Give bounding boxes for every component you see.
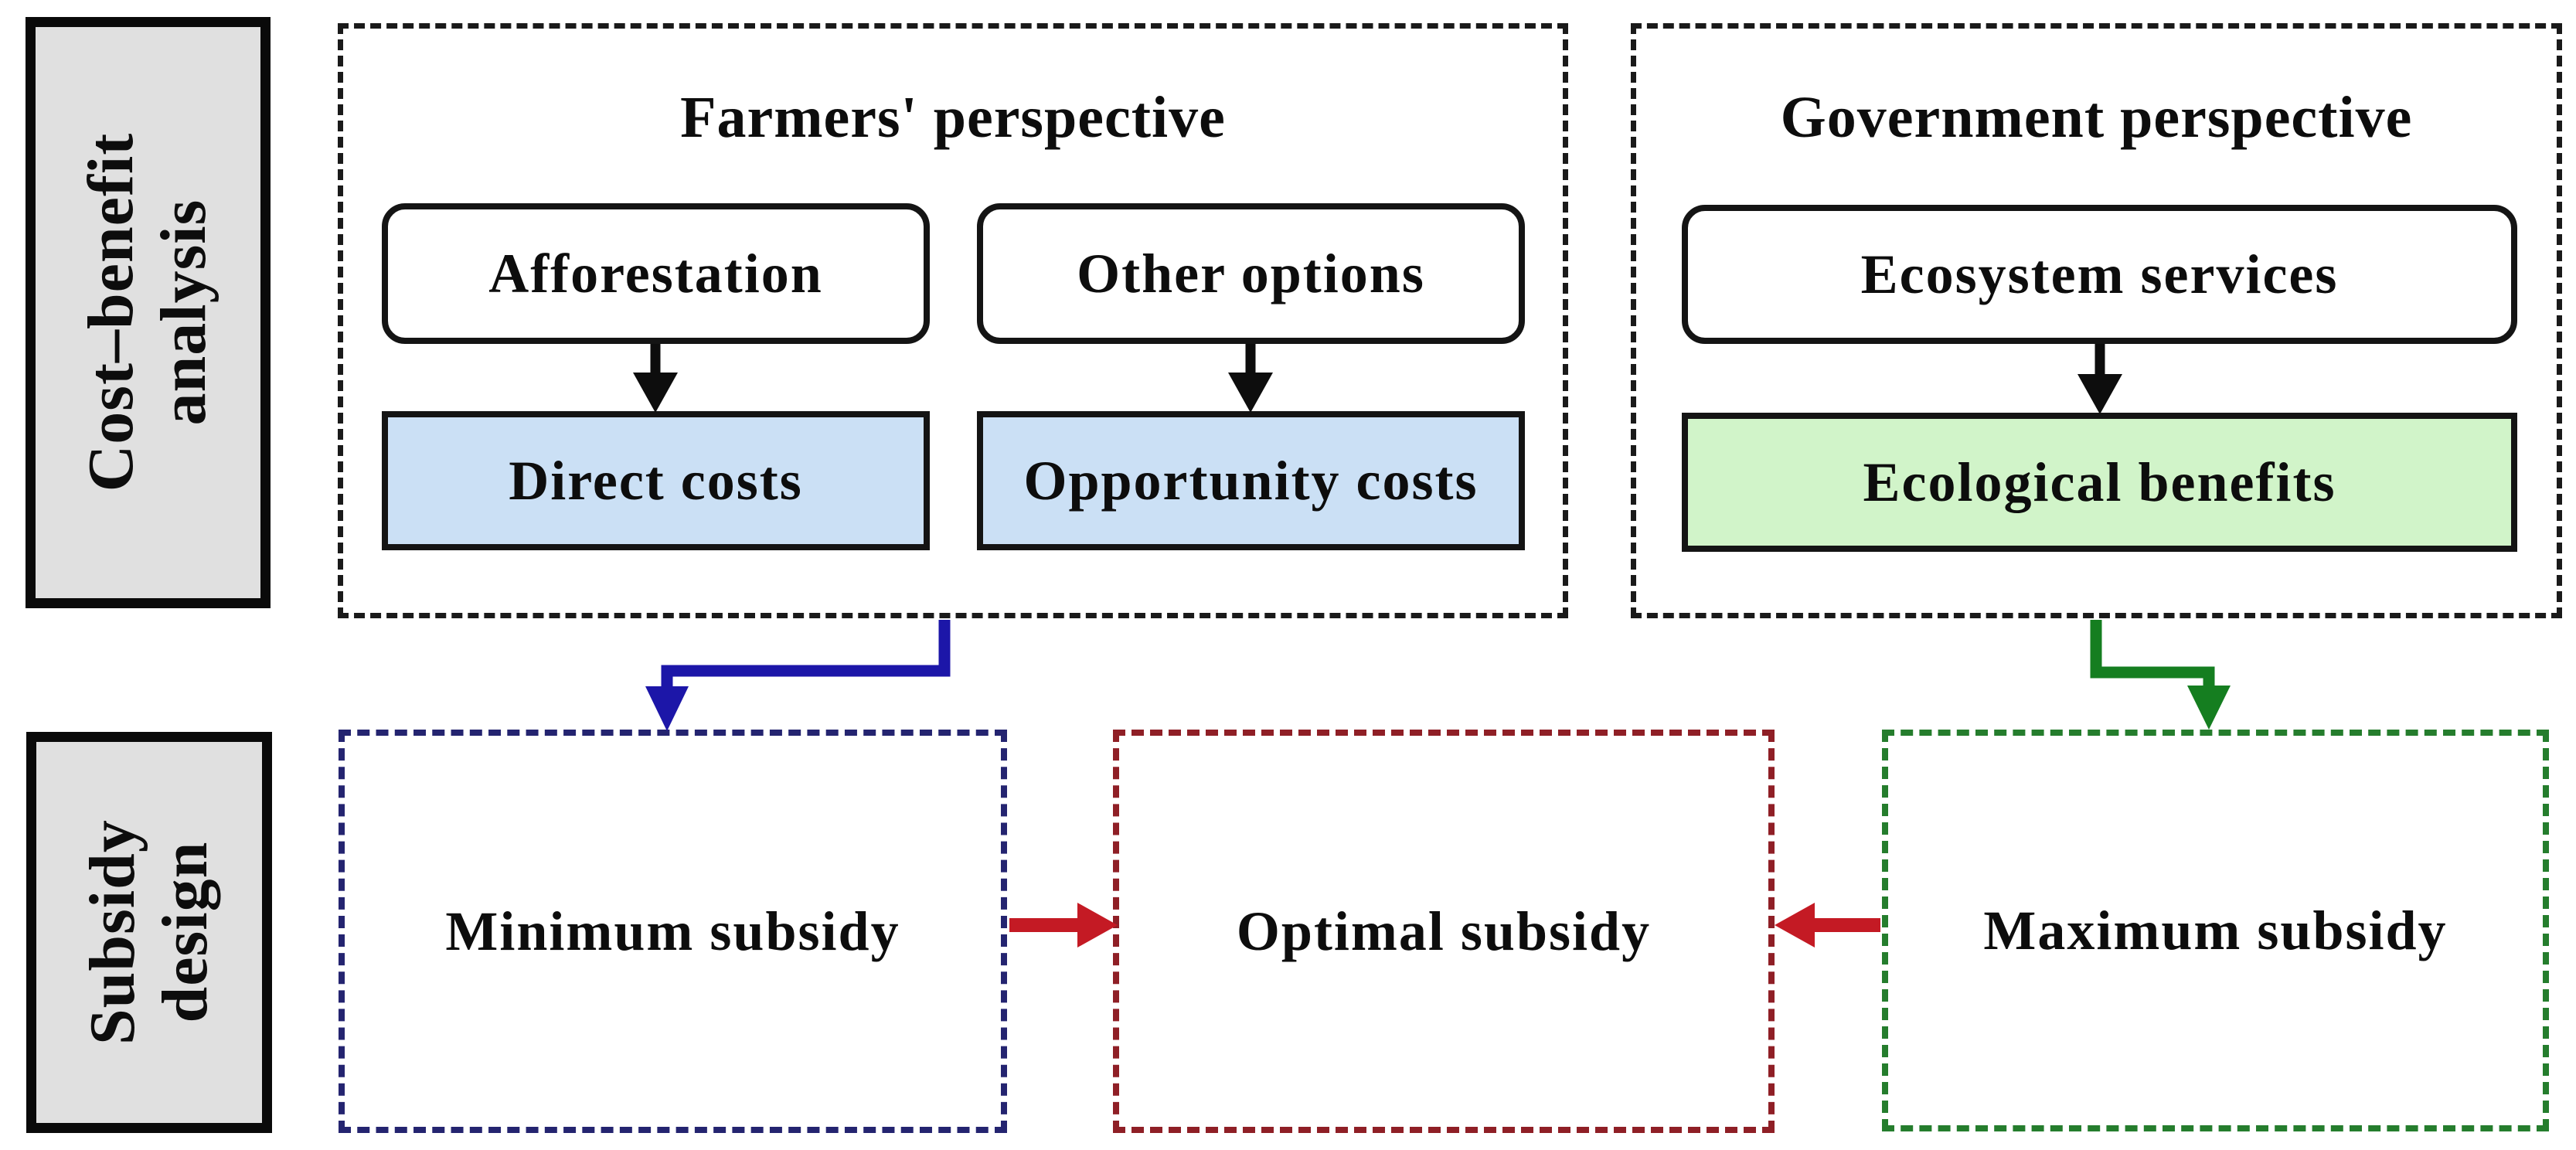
minimum-to-optimal-arrow: [1009, 903, 1118, 948]
ecological-benefits-label: Ecological benefits: [1863, 451, 2336, 513]
other-options-node: Other options: [977, 203, 1525, 344]
benefits-to-maximum-subsidy-arrow: [2090, 620, 2231, 730]
maximum-to-optimal-arrow: [1775, 903, 1880, 948]
opportunity-costs-label: Opportunity costs: [1023, 449, 1479, 512]
section-label-cost-benefit-analysis: Cost–benefit analysis: [26, 17, 271, 608]
farmers-perspective-title: Farmers' perspective: [680, 85, 1226, 150]
section-label-subsidy-design: Subsidy design: [26, 732, 272, 1133]
minimum-subsidy-box: Minimum subsidy: [339, 730, 1007, 1133]
maximum-subsidy-box: Maximum subsidy: [1882, 730, 2549, 1131]
direct-costs-label: Direct costs: [509, 449, 803, 512]
other-options-label: Other options: [1077, 242, 1425, 305]
opportunity-costs-node: Opportunity costs: [977, 411, 1525, 550]
afforestation-node: Afforestation: [382, 203, 930, 344]
maximum-subsidy-label: Maximum subsidy: [1983, 899, 2448, 961]
government-perspective-container: Government perspective: [1631, 23, 2562, 618]
minimum-subsidy-label: Minimum subsidy: [445, 900, 900, 962]
subsidy-design-text: Subsidy design: [76, 819, 221, 1046]
direct-costs-node: Direct costs: [382, 411, 930, 550]
optimal-subsidy-box: Optimal subsidy: [1113, 730, 1775, 1133]
ecosystem-services-node: Ecosystem services: [1682, 205, 2517, 344]
optimal-subsidy-label: Optimal subsidy: [1236, 900, 1652, 962]
ecosystem-services-label: Ecosystem services: [1860, 243, 2339, 305]
afforestation-label: Afforestation: [488, 242, 823, 305]
farmers-perspective-container: Farmers' perspective: [338, 23, 1568, 618]
government-perspective-title: Government perspective: [1780, 85, 2413, 150]
cost-benefit-analysis-text: Cost–benefit analysis: [75, 133, 220, 492]
ecological-benefits-node: Ecological benefits: [1682, 413, 2517, 552]
costs-to-minimum-subsidy-arrow: [645, 620, 951, 731]
